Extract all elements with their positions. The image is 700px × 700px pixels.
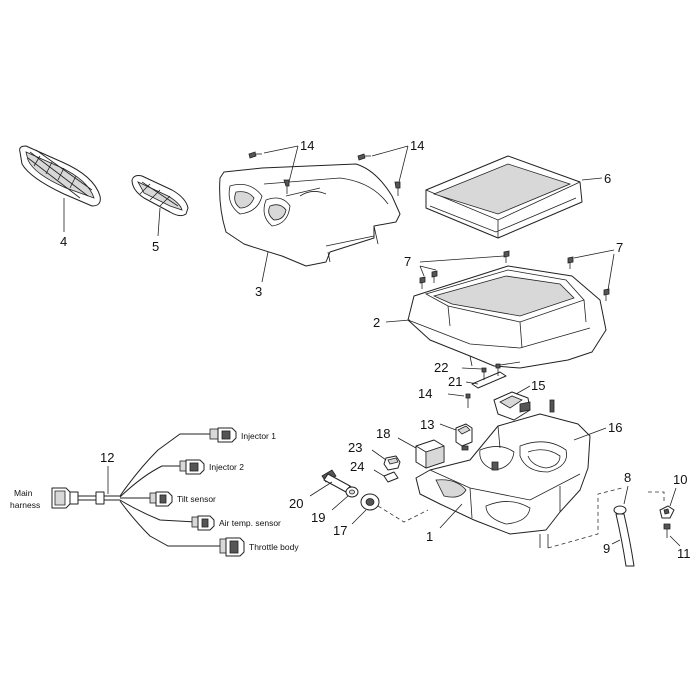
callout-8: 8 — [624, 470, 631, 485]
callout-7-right: 7 — [616, 240, 623, 255]
screws-14-cover-left — [248, 151, 290, 194]
label-throttle-body: Throttle body — [249, 542, 299, 552]
leader-5 — [157, 207, 161, 237]
part-21-gasket — [471, 371, 507, 389]
leader-8 — [623, 485, 629, 505]
screws-7 — [419, 250, 610, 301]
part-4-intake-grille — [19, 145, 101, 207]
part-24-clip — [383, 471, 399, 483]
part-10-clip — [659, 505, 675, 519]
callout-14-cover-left: 14 — [300, 138, 314, 153]
part-9-hose — [615, 513, 635, 567]
callout-11: 11 — [677, 546, 691, 561]
part-13-tilt-sensor — [455, 423, 473, 451]
leader-1 — [439, 503, 463, 529]
callout-14-sensor: 14 — [418, 386, 432, 401]
leader-6 — [581, 177, 603, 181]
assembly-line-clip — [648, 491, 665, 504]
part-22-screws — [481, 363, 501, 380]
callout-9: 9 — [603, 541, 610, 556]
leader-9 — [611, 539, 621, 545]
leader-3 — [261, 251, 269, 283]
part-11-screw — [663, 523, 671, 538]
callout-3: 3 — [255, 284, 262, 299]
callout-21: 21 — [448, 374, 462, 389]
leader-2 — [385, 319, 411, 323]
air-temp-sensor-connector — [191, 515, 215, 531]
assembly-line-17-to-base — [377, 505, 429, 523]
part-6-air-filter — [425, 155, 583, 239]
callout-20: 20 — [289, 496, 303, 511]
injector-2-connector — [179, 459, 205, 475]
callout-1: 1 — [426, 529, 433, 544]
leader-20 — [309, 481, 333, 497]
callout-7-left: 7 — [404, 254, 411, 269]
injector-1-connector — [209, 427, 237, 443]
assembly-line-hose — [547, 487, 623, 549]
harness-sleeve — [95, 491, 105, 505]
label-main-harness-line1: Main — [14, 488, 33, 498]
label-main-harness-line2: harness — [10, 500, 40, 510]
leader-11 — [669, 535, 681, 547]
callout-12: 12 — [100, 450, 114, 465]
callout-13: 13 — [420, 417, 434, 432]
callout-15: 15 — [531, 378, 545, 393]
throttle-body-connector — [219, 537, 245, 557]
part-16-airbox-base — [415, 399, 591, 548]
callout-10: 10 — [673, 472, 687, 487]
screw-14-sensor — [465, 393, 471, 408]
leader-16 — [573, 427, 607, 441]
leader-18 — [397, 437, 417, 449]
part-5-small-grille — [131, 175, 189, 217]
main-harness-connector — [51, 487, 79, 509]
callout-5: 5 — [152, 239, 159, 254]
leader-10 — [669, 487, 677, 507]
part-2-airbox-body — [407, 265, 607, 369]
screws-14-cover-right — [357, 153, 401, 196]
leader-13 — [439, 423, 457, 431]
callout-16: 16 — [608, 420, 622, 435]
callout-6: 6 — [604, 171, 611, 186]
callout-18: 18 — [376, 426, 390, 441]
tilt-sensor-connector — [149, 491, 173, 507]
label-air-temp-sensor: Air temp. sensor — [219, 518, 281, 528]
part-3-airbox-cover — [219, 163, 401, 267]
callout-17: 17 — [333, 523, 347, 538]
part-15-sensor — [493, 391, 531, 421]
part-8-clamp — [613, 505, 627, 515]
part-17-grommet — [360, 493, 380, 511]
callout-22: 22 — [434, 360, 448, 375]
label-tilt-sensor: Tilt sensor — [177, 494, 216, 504]
callout-19: 19 — [311, 510, 325, 525]
callout-24: 24 — [350, 459, 364, 474]
part-23-grommet — [383, 455, 401, 471]
part-18-block — [415, 439, 445, 469]
callout-23: 23 — [348, 440, 362, 455]
callout-2: 2 — [373, 315, 380, 330]
leader-17 — [351, 509, 367, 525]
callout-4: 4 — [60, 234, 67, 249]
leader-19 — [331, 495, 349, 511]
callout-14-cover-right: 14 — [410, 138, 424, 153]
part-19-washer — [345, 486, 359, 498]
part-12-wiring-harness — [51, 427, 245, 557]
leader-15 — [515, 385, 531, 395]
label-injector-1: Injector 1 — [241, 431, 276, 441]
label-injector-2: Injector 2 — [209, 462, 244, 472]
